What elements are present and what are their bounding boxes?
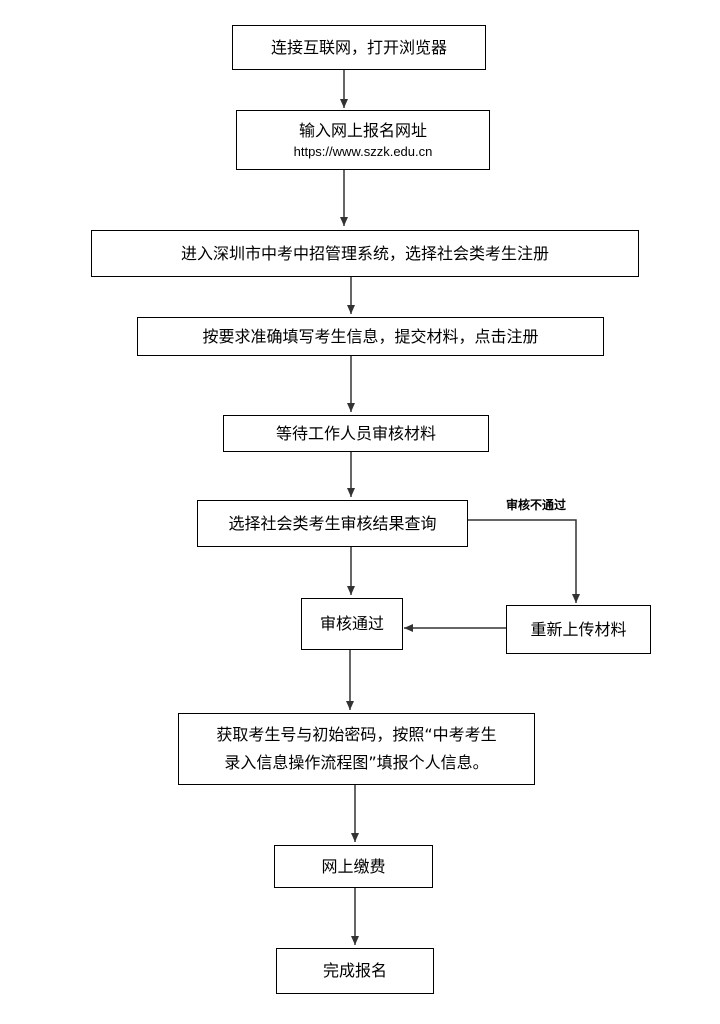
step-passed: 审核通过: [301, 598, 403, 650]
step-enter-url-label: 输入网上报名网址: [298, 120, 427, 140]
step-fill-info: 按要求准确填写考生信息，提交材料，点击注册: [137, 317, 604, 356]
step-get-number-line2: 录入信息操作流程图”填报个人信息。: [224, 753, 489, 772]
step-enter-system-label: 进入深圳市中考中招管理系统，选择社会类考生注册: [180, 243, 549, 263]
step-wait-review: 等待工作人员审核材料: [223, 415, 489, 452]
step-wait-review-label: 等待工作人员审核材料: [275, 423, 436, 443]
step-connect-internet-label: 连接互联网，打开浏览器: [270, 37, 447, 57]
step-reupload: 重新上传材料: [506, 605, 651, 654]
step-reupload-label: 重新上传材料: [530, 619, 627, 639]
edge-label-not-passed: 审核不通过: [506, 496, 566, 513]
step-fill-info-label: 按要求准确填写考生信息，提交材料，点击注册: [202, 326, 539, 346]
step-complete: 完成报名: [276, 948, 434, 994]
step-get-number-line1: 获取考生号与初始密码，按照“中考考生: [216, 725, 497, 744]
step-query-result: 选择社会类考生审核结果查询: [197, 500, 468, 547]
registration-url: https://www.szzk.edu.cn: [293, 143, 433, 159]
step-enter-system: 进入深圳市中考中招管理系统，选择社会类考生注册: [91, 230, 639, 277]
edge-label-not-passed-text: 审核不通过: [506, 498, 567, 512]
step-passed-label: 审核通过: [319, 614, 384, 633]
step-complete-label: 完成报名: [322, 961, 387, 980]
arrow-query-to-reupload: [468, 519, 580, 603]
step-enter-url: 输入网上报名网址 https://www.szzk.edu.cn: [236, 110, 490, 170]
step-query-result-label: 选择社会类考生审核结果查询: [228, 513, 437, 533]
step-pay-online-label: 网上缴费: [321, 856, 386, 876]
step-get-number: 获取考生号与初始密码，按照“中考考生 录入信息操作流程图”填报个人信息。: [178, 713, 535, 785]
step-connect-internet: 连接互联网，打开浏览器: [232, 25, 486, 70]
step-pay-online: 网上缴费: [274, 845, 433, 888]
